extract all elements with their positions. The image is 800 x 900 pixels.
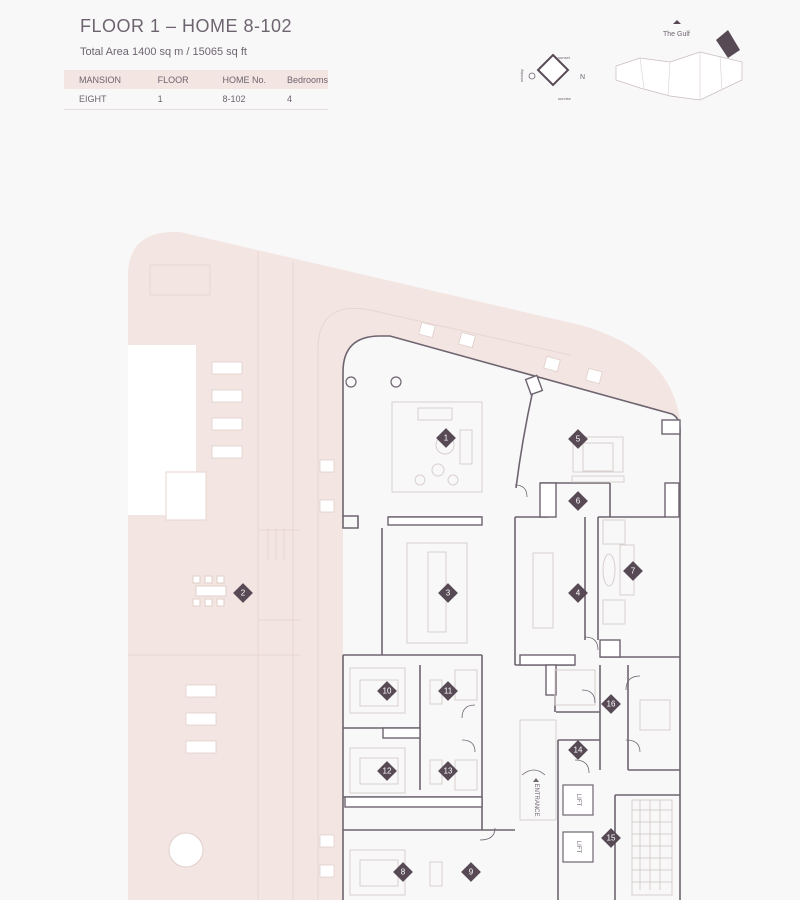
- svg-text:11: 11: [444, 687, 453, 696]
- svg-text:12: 12: [383, 767, 392, 776]
- key-plan-highlight: [716, 30, 740, 58]
- room-marker-1: 1: [436, 428, 456, 448]
- header-floor: FLOOR: [142, 70, 208, 89]
- room-marker-6: 6: [568, 491, 588, 511]
- room-marker-7: 7: [623, 561, 643, 581]
- entrance-label: ENTRANCE: [533, 783, 539, 816]
- key-plan-outline: [615, 51, 743, 101]
- svg-text:3: 3: [446, 589, 451, 598]
- svg-text:6: 6: [576, 497, 581, 506]
- room-marker-14: 14: [568, 740, 588, 760]
- interior: [343, 336, 680, 900]
- svg-text:4: 4: [576, 589, 581, 598]
- round-table: [168, 832, 204, 868]
- cell-floor: 1: [142, 89, 208, 110]
- compass: N sunset sunrise midday: [519, 53, 585, 101]
- info-table-row: EIGHT 1 8-102 4: [64, 89, 328, 110]
- svg-text:10: 10: [383, 687, 392, 696]
- lifts: LIFT LIFT: [562, 784, 594, 863]
- room-markers: 1 2 3 4 5 6 7 8 9 10 11 12 13 14 15 16: [233, 428, 643, 882]
- gulf-arrow-icon: [673, 20, 681, 24]
- outdoor-dining: [192, 575, 227, 607]
- room-marker-5: 5: [568, 429, 588, 449]
- compass-midday: midday: [519, 69, 524, 82]
- key-plan-label: The Gulf: [663, 31, 690, 38]
- lift-2: [562, 831, 594, 863]
- svg-text:8: 8: [401, 868, 406, 877]
- lift-1: [562, 784, 594, 816]
- room-marker-8: 8: [393, 862, 413, 882]
- svg-text:2: 2: [241, 589, 246, 598]
- svg-text:1: 1: [444, 434, 449, 443]
- svg-text:16: 16: [607, 700, 616, 709]
- cell-mansion: EIGHT: [64, 89, 143, 110]
- room-marker-11: 11: [438, 681, 458, 701]
- lift-label-1: LIFT: [575, 794, 581, 807]
- room-marker-16: 16: [601, 694, 621, 714]
- total-area: Total Area 1400 sq m / 15065 sq ft: [80, 46, 247, 58]
- header-home-no: HOME No.: [207, 70, 272, 89]
- compass-diamond: [536, 53, 570, 87]
- svg-text:15: 15: [607, 834, 616, 843]
- compass-sunrise: sunrise: [558, 96, 572, 101]
- lift-label-2: LIFT: [575, 841, 581, 854]
- svg-text:5: 5: [576, 435, 581, 444]
- svg-text:13: 13: [444, 767, 453, 776]
- room-marker-9: 9: [461, 862, 481, 882]
- svg-text:9: 9: [469, 868, 474, 877]
- walls: [342, 335, 681, 900]
- room-marker-10: 10: [377, 681, 397, 701]
- svg-text:7: 7: [631, 567, 636, 576]
- entrance-arrow-icon: [533, 778, 539, 782]
- room-marker-13: 13: [438, 761, 458, 781]
- sun-icon: [528, 72, 536, 80]
- key-plan: The Gulf: [615, 20, 743, 101]
- room-marker-15: 15: [601, 828, 621, 848]
- cell-home-no: 8-102: [207, 89, 272, 110]
- page-title: FLOOR 1 – HOME 8-102: [80, 16, 293, 36]
- compass-north: N: [580, 74, 585, 81]
- header-bedrooms: Bedrooms: [271, 70, 328, 89]
- compass-sunset: sunset: [558, 55, 571, 60]
- svg-text:14: 14: [574, 746, 583, 755]
- header-mansion: MANSION: [64, 70, 143, 89]
- room-marker-12: 12: [377, 761, 397, 781]
- cell-bedrooms: 4: [271, 89, 328, 110]
- room-marker-3: 3: [438, 583, 458, 603]
- room-marker-4: 4: [568, 583, 588, 603]
- home-info-table: MANSION FLOOR HOME No. Bedrooms EIGHT 1 …: [64, 70, 328, 110]
- info-table-header: MANSION FLOOR HOME No. Bedrooms: [64, 70, 328, 89]
